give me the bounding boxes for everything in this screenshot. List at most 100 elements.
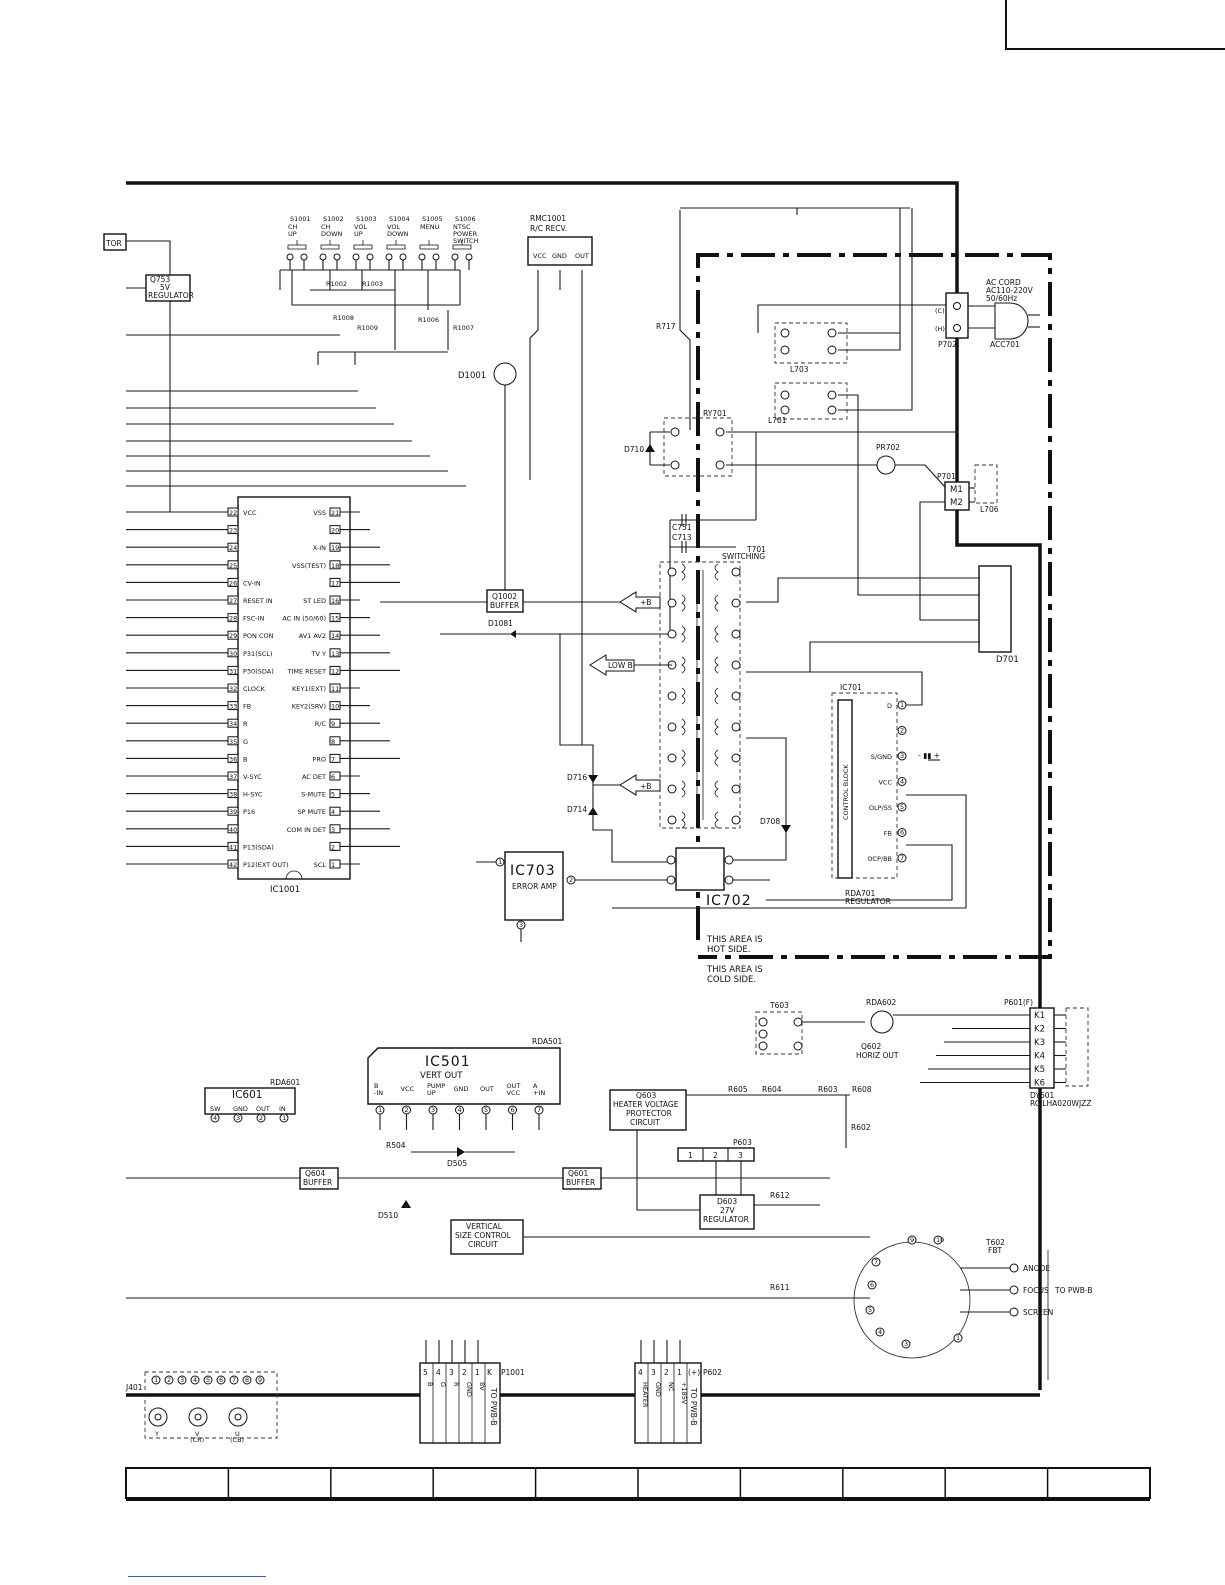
svg-text:1: 1 — [498, 858, 502, 866]
ic1001-ref: IC1001 — [270, 885, 300, 895]
d1001-led: D1001 — [458, 362, 517, 590]
ic701-pin-name: OCP/BB — [867, 855, 892, 863]
ic501-pin-num: 2 — [405, 1106, 409, 1114]
ic1001-pin-name: P31(SCL) — [243, 650, 273, 658]
r1009-label: R1009 — [357, 324, 378, 332]
power-supply: R717 L703 L701 (C) (H) P702 AC CORD AC11… — [559, 207, 1040, 863]
ic1001-pin-name: FB — [243, 703, 251, 711]
switch-ref: S1003 — [356, 215, 377, 223]
frame — [126, 181, 1042, 1397]
t701-pin — [667, 815, 677, 825]
ic701-pin — [897, 853, 907, 863]
p701-m1: M1 — [950, 485, 963, 495]
d603-ref: D603 — [717, 1197, 737, 1206]
switch-ref: S1005 — [422, 215, 443, 223]
ic1001-pin-name: P12(EXT OUT) — [243, 861, 289, 869]
p1001-ref: P1001 — [501, 1368, 525, 1377]
p603-pin1: 1 — [688, 1151, 693, 1160]
ic1001-pin-name: SP MUTE — [297, 808, 326, 816]
ic501-pin-name: A — [533, 1082, 538, 1090]
ic1001-pin-name: P30(SDA) — [243, 667, 274, 675]
p602-pin-num: 2 — [664, 1368, 669, 1377]
q602-desc: HORIZ OUT — [856, 1051, 899, 1060]
ic1001-pin-num: 11 — [331, 685, 339, 693]
t701-pin — [667, 629, 677, 639]
fbt-pin — [901, 1339, 911, 1349]
ac-cord-l3: 50/60Hz — [986, 294, 1017, 303]
ic501-pin-name: OUT — [507, 1082, 521, 1090]
switch-ref: S1006 — [455, 215, 476, 223]
fbt-pin-num: 5 — [868, 1306, 872, 1314]
ic1001-pin-name: B — [243, 755, 247, 763]
switch-ref: S1001 — [290, 215, 311, 223]
ic1001-pin-num: 26 — [229, 579, 237, 587]
t701-desc: SWITCHING — [722, 552, 765, 561]
ic701-pin-name: FB — [884, 830, 892, 838]
ic1001-pin-num: 19 — [331, 544, 339, 552]
ic501-pin-name: B — [374, 1082, 378, 1090]
dy601-ref: DY601 — [1030, 1091, 1054, 1100]
zone-bar — [125, 1467, 1151, 1501]
fbt-pin — [953, 1333, 963, 1343]
r1007-label: R1007 — [453, 324, 474, 332]
ic601-board: RDA601 — [270, 1078, 301, 1087]
ic702-optocoupler: IC702 — [666, 847, 770, 909]
dy601-part: RCILHA020WJZZ — [1030, 1099, 1091, 1108]
ic601-pin-name: OUT — [256, 1105, 270, 1113]
ic501-pin-name: GND — [454, 1085, 469, 1093]
p602-pin-name: HEATER — [641, 1382, 649, 1408]
p601-pin: K6 — [1034, 1079, 1045, 1089]
q1002-buffer: Q1002 BUFFER D1081 — [380, 589, 670, 638]
ic501-pin-name: PUMP — [427, 1082, 445, 1090]
q1002-ref: Q1002 — [492, 592, 517, 601]
q753-line1: 5V — [160, 283, 171, 292]
ic1001-pin-name: ST LED — [303, 597, 326, 605]
ic1001-pin — [227, 806, 239, 816]
j401-pin — [216, 1375, 226, 1385]
p1001-pin-num: 4 — [436, 1368, 441, 1377]
j401-pin-num: 1 — [154, 1376, 158, 1384]
j401-pin-num: 8 — [245, 1376, 249, 1384]
ic701-desc2: REGULATOR — [845, 897, 891, 906]
fbt-pin-num: 7 — [874, 1258, 878, 1266]
ic701-pin-name: VCC — [878, 779, 892, 787]
j401-pin — [242, 1375, 252, 1385]
switch-func: NTSC — [453, 223, 471, 231]
ic1001-pin-name: TV Y — [311, 650, 326, 658]
p1001-pin-name: G — [439, 1382, 447, 1387]
j401-pin-num: 2 — [167, 1376, 171, 1384]
ic601-pin — [210, 1113, 220, 1123]
ic1001-pin — [227, 701, 239, 711]
svg-text:2: 2 — [569, 876, 573, 884]
switch-array: S1001CHUPS1002CHDOWNS1003VOLUPS1004VOLDO… — [279, 215, 479, 365]
q603-l3: PROTECTOR — [626, 1109, 672, 1118]
tor-label: TOR — [105, 239, 122, 248]
ic701-pin-num: 7 — [900, 854, 904, 862]
ic501-pin-num: 3 — [431, 1106, 435, 1114]
d710-label: D710 — [624, 445, 644, 454]
hot-side-l1: THIS AREA IS — [706, 935, 763, 945]
anode-label: ANODE — [1023, 1264, 1050, 1273]
p601-pin: K2 — [1034, 1025, 1045, 1035]
ic701-ref: IC701 — [840, 683, 862, 692]
t701-pin — [731, 753, 741, 763]
fbt-pin-num: 3 — [904, 1340, 908, 1348]
ic1001-pin-num: 15 — [331, 615, 339, 623]
ic1001-pin-num: 24 — [229, 544, 237, 552]
fbt-pin — [865, 1305, 875, 1315]
t701-pin — [667, 691, 677, 701]
fbt-pin — [907, 1235, 917, 1245]
vsize-l1: VERTICAL — [466, 1222, 503, 1231]
ic601-pin-num: 2 — [259, 1114, 263, 1122]
ic1001-pin-name: AV1 AV2 — [299, 632, 326, 640]
ic1001-pin — [227, 824, 239, 834]
q602-ref: Q602 — [861, 1042, 881, 1051]
switch-ref: S1002 — [323, 215, 344, 223]
ic701-pin-num: 5 — [900, 803, 904, 811]
p602-pin-num: 1 — [677, 1368, 682, 1377]
left-bus-wires — [126, 334, 466, 487]
r1002-label: R1002 — [326, 280, 347, 288]
t603-label: T603 — [769, 1001, 789, 1010]
